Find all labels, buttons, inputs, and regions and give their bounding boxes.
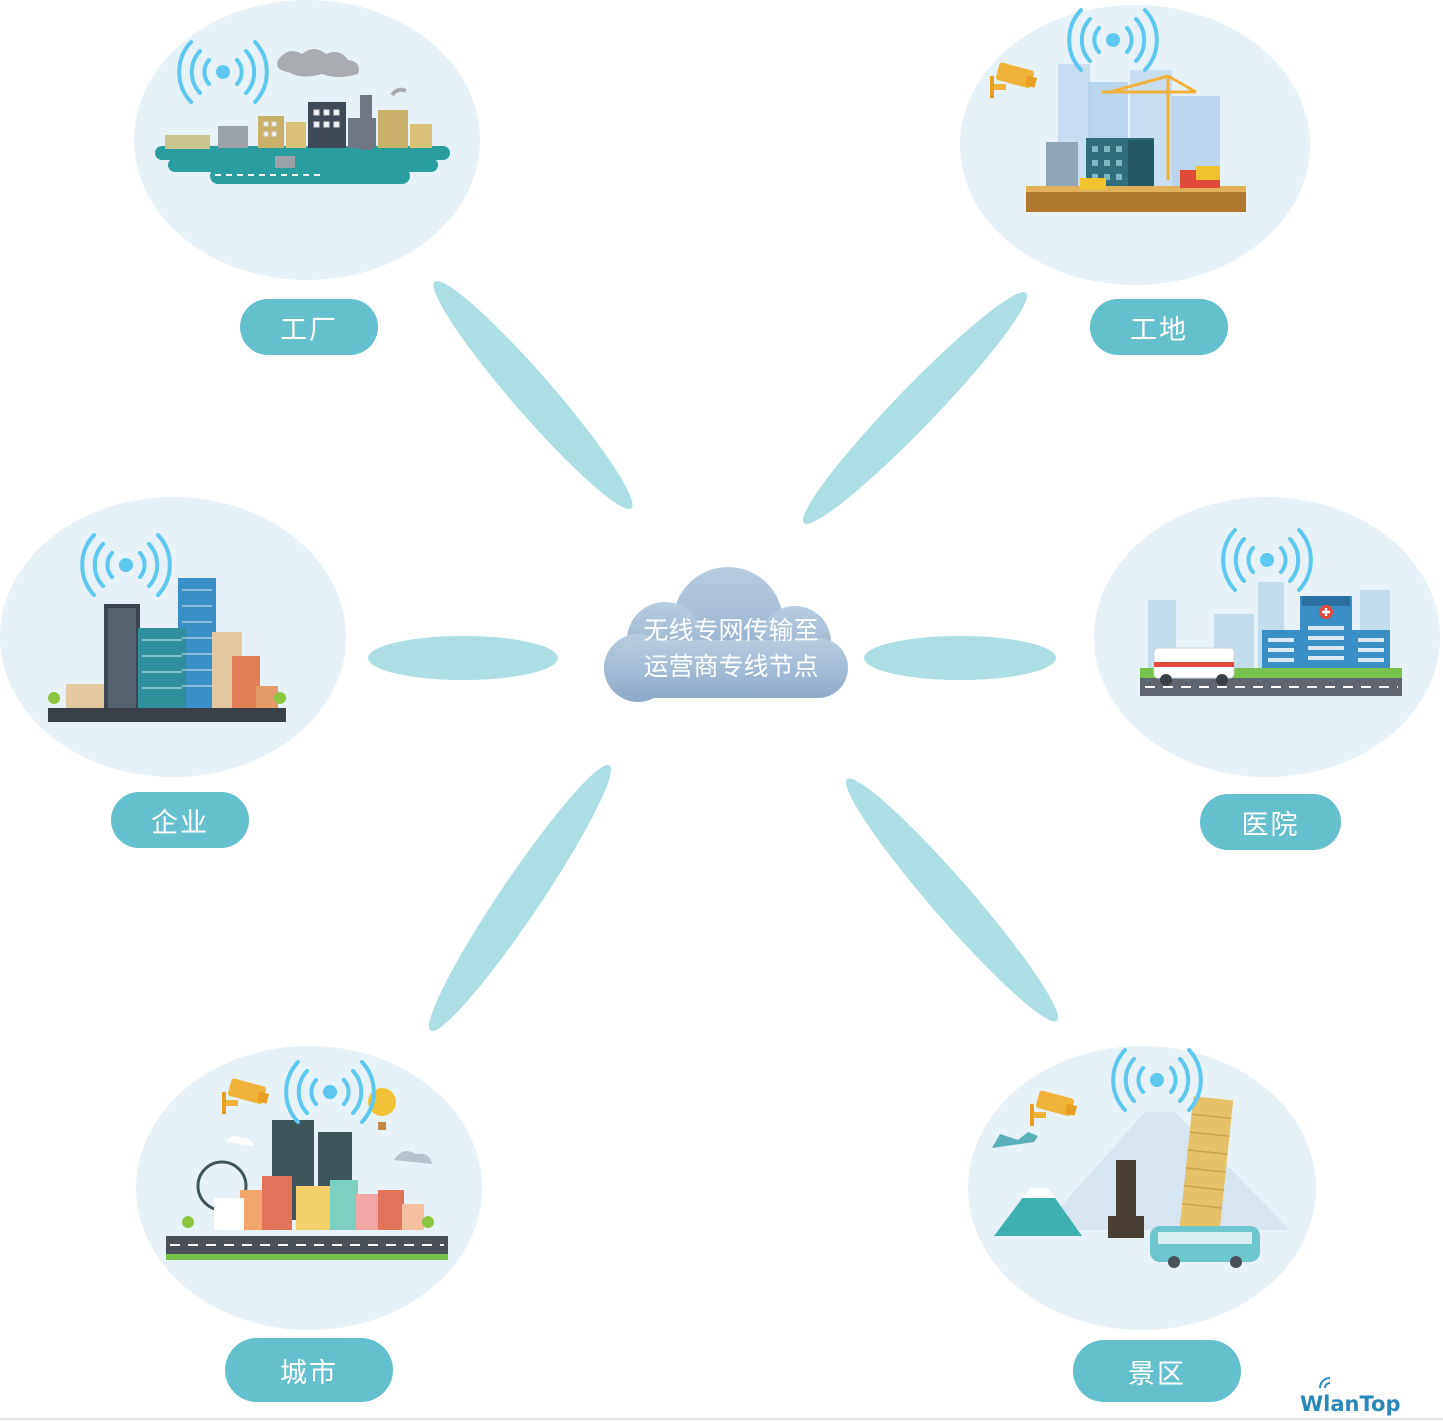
wlantop-logo: WlanTop [1300,1377,1410,1416]
city-illustration [166,1088,448,1260]
scenic-illustration [992,1096,1290,1268]
enterprise-illustration [48,578,286,722]
petal-construction [802,292,1028,524]
petal-hospital [864,636,1056,680]
label-city: 城市 [225,1338,393,1402]
label-scenic: 景区 [1073,1340,1241,1402]
label-factory: 工厂 [240,299,378,355]
petal-enterprise [368,636,558,680]
logo-signal-icon [1319,1377,1331,1389]
footer-divider [0,1418,1443,1420]
petal-city [429,764,611,1032]
connector-petals [368,281,1059,1032]
central-cloud-line2: 运营商专线节点 [643,652,819,681]
central-cloud-line1: 无线专网传输至 [643,616,819,645]
label-enterprise: 企业 [111,792,249,848]
logo-text: WlanTop [1300,1392,1401,1416]
petal-scenic [845,778,1059,1022]
construction-illustration [1026,64,1246,212]
central-cloud-label: 无线专网传输至 运营商专线节点 [600,613,862,685]
factory-illustration [155,49,450,184]
central-cloud [604,567,848,702]
label-construction: 工地 [1090,299,1228,355]
hospital-illustration [1140,582,1402,696]
petal-factory [433,281,633,509]
label-hospital: 医院 [1200,794,1341,850]
